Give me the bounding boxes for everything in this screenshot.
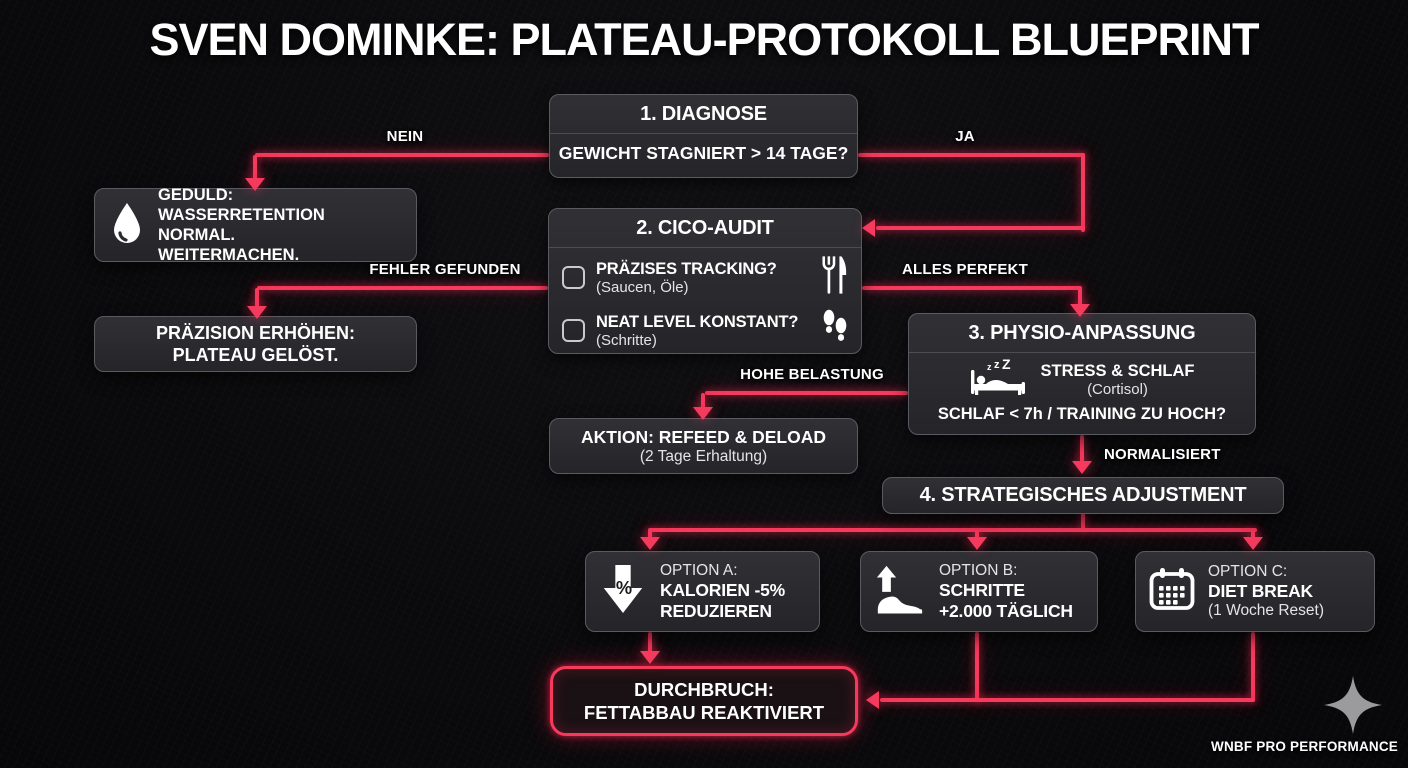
- node-durchbruch-line2: FETTABBAU REAKTIVIERT: [583, 702, 825, 723]
- node-adjustment: 4. STRATEGISCHES ADJUSTMENT: [882, 477, 1284, 514]
- node-praezision: PRÄZISION ERHÖHEN: PLATEAU GELÖST.: [94, 316, 417, 372]
- node-geduld-line3: WEITERMACHEN.: [158, 246, 300, 265]
- arrowhead-durchbruch-top: [640, 651, 660, 664]
- water-drop-icon: [111, 201, 143, 250]
- sparkle-logo-icon: [1322, 674, 1384, 741]
- connector-nein-vertical: [253, 155, 257, 181]
- option-b-line2: +2.000 TÄGLICH: [939, 600, 1073, 621]
- edge-label-normalisiert: NORMALISIERT: [1104, 446, 1221, 463]
- node-praezision-line1: PRÄZISION ERHÖHEN:: [155, 322, 355, 343]
- connector-alles-horizontal: [862, 286, 1082, 290]
- node-diagnose-question: GEWICHT STAGNIERT > 14 TAGE?: [558, 143, 849, 163]
- node-diagnose: 1. DIAGNOSE GEWICHT STAGNIERT > 14 TAGE?: [549, 94, 858, 178]
- arrowhead-alles: [1070, 304, 1090, 317]
- arrowhead-option-b: [967, 537, 987, 550]
- fork-knife-icon: [820, 254, 848, 301]
- edge-label-alles-perfekt: ALLES PERFEKT: [902, 261, 1028, 278]
- connector-option-c-drop: [1251, 530, 1255, 540]
- node-durchbruch: DURCHBRUCH: FETTABBAU REAKTIVIERT: [550, 666, 858, 736]
- node-diagnose-title: 1. DIAGNOSE: [550, 95, 857, 134]
- node-option-a: % OPTION A: KALORIEN -5% REDUZIEREN: [585, 551, 820, 632]
- node-physio-label: STRESS & SCHLAF: [1040, 361, 1195, 380]
- option-a-label: OPTION A:: [660, 561, 738, 579]
- node-option-b: OPTION B: SCHRITTE +2.000 TÄGLICH: [860, 551, 1098, 632]
- svg-text:%: %: [616, 577, 632, 598]
- edge-label-nein: NEIN: [386, 128, 424, 145]
- option-b-label: OPTION B:: [939, 561, 1018, 579]
- arrowhead-ja: [862, 219, 875, 237]
- arrowhead-durchbruch-right: [866, 691, 879, 709]
- connector-fehler-vertical: [255, 288, 259, 310]
- connector-hohe-vertical: [701, 393, 705, 411]
- node-cico-title: 2. CICO-AUDIT: [549, 209, 861, 248]
- connector-hohe-horizontal: [705, 391, 908, 395]
- steps-increase-icon: [874, 564, 926, 619]
- brand-text: WNBF PRO PERFORMANCE: [1211, 739, 1398, 754]
- connector-option-c-down: [1251, 632, 1255, 702]
- connector-option-a-drop: [648, 530, 652, 540]
- connector-option-a-to-durchbruch: [648, 632, 652, 654]
- cico-item-neat-detail: (Schritte): [596, 331, 657, 349]
- connector-ja-horizontal-1: [858, 153, 1085, 157]
- node-physio-detail: (Cortisol): [1087, 380, 1148, 398]
- connector-nein-horizontal: [255, 153, 549, 157]
- cico-item-tracking-label: PRÄZISES TRACKING?: [596, 259, 777, 278]
- node-praezision-line2: PLATEAU GELÖST.: [172, 345, 339, 365]
- node-physio: 3. PHYSIO-ANPASSUNG z z Z STRESS & SCHLA…: [908, 313, 1256, 435]
- arrowhead-nein: [245, 178, 265, 191]
- cico-item-tracking-detail: (Saucen, Öle): [596, 278, 689, 296]
- svg-text:Z: Z: [1002, 358, 1011, 372]
- option-a-line1: KALORIEN -5%: [660, 579, 785, 600]
- checkbox-tracking[interactable]: [562, 266, 585, 289]
- option-c-label: OPTION C:: [1208, 562, 1288, 580]
- connector-fehler-horizontal: [257, 286, 548, 290]
- node-cico-audit: 2. CICO-AUDIT PRÄZISES TRACKING? (Saucen…: [548, 208, 862, 354]
- connector-adjustment-feed: [1081, 512, 1085, 530]
- page-title: SVEN DOMINKE: PLATEAU-PROTOKOLL BLUEPRIN…: [149, 14, 1259, 65]
- node-physio-title: 3. PHYSIO-ANPASSUNG: [909, 314, 1255, 353]
- svg-text:z: z: [987, 362, 992, 372]
- node-aktion-title: AKTION: REFEED & DELOAD: [581, 426, 826, 447]
- option-c-line2: (1 Woche Reset): [1208, 601, 1325, 619]
- node-geduld-line2: WASSERRETENTION NORMAL.: [158, 205, 325, 244]
- cico-item-neat-label: NEAT LEVEL KONSTANT?: [596, 312, 799, 331]
- connector-alles-vertical: [1078, 288, 1082, 308]
- cico-item-neat: NEAT LEVEL KONSTANT? (Schritte): [549, 303, 861, 354]
- connector-option-b-drop: [975, 530, 979, 540]
- footsteps-icon: [822, 309, 848, 352]
- connector-normalisiert-vertical: [1080, 435, 1084, 463]
- edge-label-ja: JA: [955, 128, 975, 145]
- node-aktion: AKTION: REFEED & DELOAD (2 Tage Erhaltun…: [549, 418, 858, 474]
- node-option-c: OPTION C: DIET BREAK (1 Woche Reset): [1135, 551, 1375, 632]
- option-c-line1: DIET BREAK: [1208, 580, 1313, 601]
- arrowhead-fehler: [247, 306, 267, 319]
- sleep-bed-icon: z z Z: [969, 356, 1027, 401]
- arrowhead-option-c: [1243, 537, 1263, 550]
- option-a-line2: REDUZIEREN: [660, 600, 772, 621]
- arrowhead-option-a: [640, 537, 660, 550]
- connector-bottom-merge: [880, 698, 1255, 702]
- percent-down-arrow-icon: %: [599, 562, 647, 621]
- connector-ja-horizontal-2: [876, 226, 1085, 230]
- calendar-icon: [1149, 567, 1195, 616]
- svg-text:z: z: [994, 359, 1000, 371]
- node-adjustment-title: 4. STRATEGISCHES ADJUSTMENT: [919, 484, 1247, 506]
- checkbox-neat[interactable]: [562, 319, 585, 342]
- cico-item-tracking: PRÄZISES TRACKING? (Saucen, Öle): [549, 248, 861, 303]
- connector-options-branch: [648, 528, 1257, 532]
- edge-label-fehler-gefunden: FEHLER GEFUNDEN: [369, 261, 521, 278]
- arrowhead-normalisiert: [1072, 461, 1092, 474]
- node-durchbruch-line1: DURCHBRUCH:: [634, 678, 774, 700]
- node-physio-question: SCHLAF < 7h / TRAINING ZU HOCH?: [937, 405, 1227, 423]
- arrowhead-hohe: [693, 407, 713, 420]
- edge-label-hohe-belastung: HOHE BELASTUNG: [740, 366, 884, 383]
- node-aktion-detail: (2 Tage Erhaltung): [639, 447, 768, 465]
- connector-option-b-down: [975, 632, 979, 702]
- connector-ja-vertical: [1081, 153, 1085, 232]
- node-geduld: GEDULD: WASSERRETENTION NORMAL. WEITERMA…: [94, 185, 417, 265]
- node-geduld-line1: GEDULD:: [158, 185, 234, 204]
- option-b-line1: SCHRITTE: [939, 579, 1025, 600]
